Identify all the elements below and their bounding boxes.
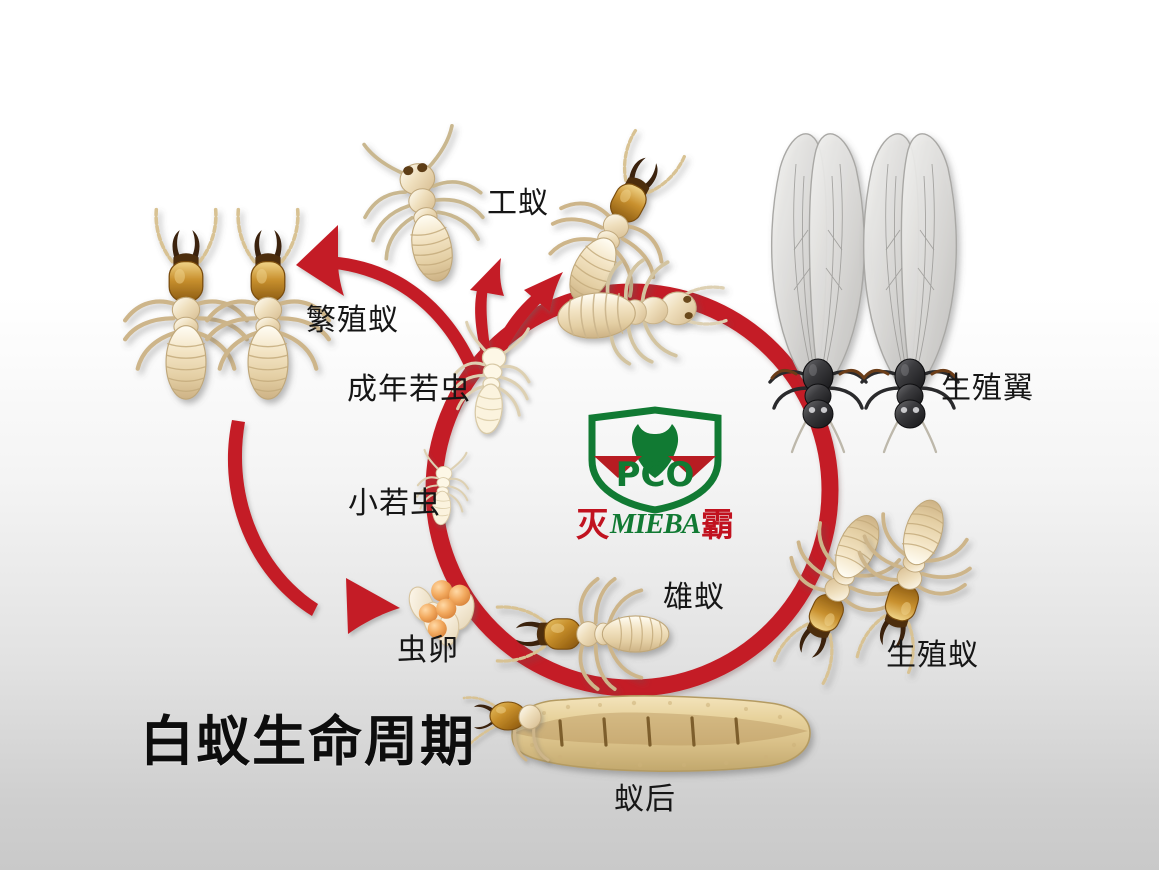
page-title: 白蚁生命周期 bbox=[140, 710, 476, 773]
label-worker: 工蚁 bbox=[487, 187, 549, 220]
arrow-reproductive-to-egg bbox=[227, 420, 400, 634]
arrow-nymph-to-reproductive bbox=[296, 225, 481, 380]
termite-male bbox=[493, 577, 671, 691]
pco-shield-letters: PCO bbox=[616, 455, 695, 495]
pco-shield-icon: PCO bbox=[588, 406, 722, 514]
label-wing-reproductive: 生殖翼 bbox=[941, 372, 1034, 405]
wordmark-right-char: 霸 bbox=[701, 505, 735, 544]
label-small-nymph: 小若虫 bbox=[348, 487, 441, 520]
wordmark-left-char: 灭 bbox=[575, 505, 609, 544]
label-egg: 虫卵 bbox=[397, 634, 459, 667]
label-reproductive: 生殖蚁 bbox=[886, 639, 979, 672]
arrow-nymph-to-worker-right bbox=[489, 272, 563, 364]
label-male: 雄蚁 bbox=[663, 581, 725, 614]
termite-queen bbox=[462, 696, 810, 771]
termite-alate-1 bbox=[770, 134, 866, 452]
pco-wordmark: 灭MIEBA霸 bbox=[560, 508, 750, 541]
label-adult-nymph: 成年若虫 bbox=[347, 373, 471, 406]
wordmark-latin: MIEBA bbox=[609, 508, 701, 540]
label-queen: 蚁后 bbox=[614, 783, 676, 816]
label-reproductive-left: 繁殖蚁 bbox=[306, 304, 399, 337]
pco-logo: PCO 灭MIEBA霸 bbox=[560, 404, 750, 559]
